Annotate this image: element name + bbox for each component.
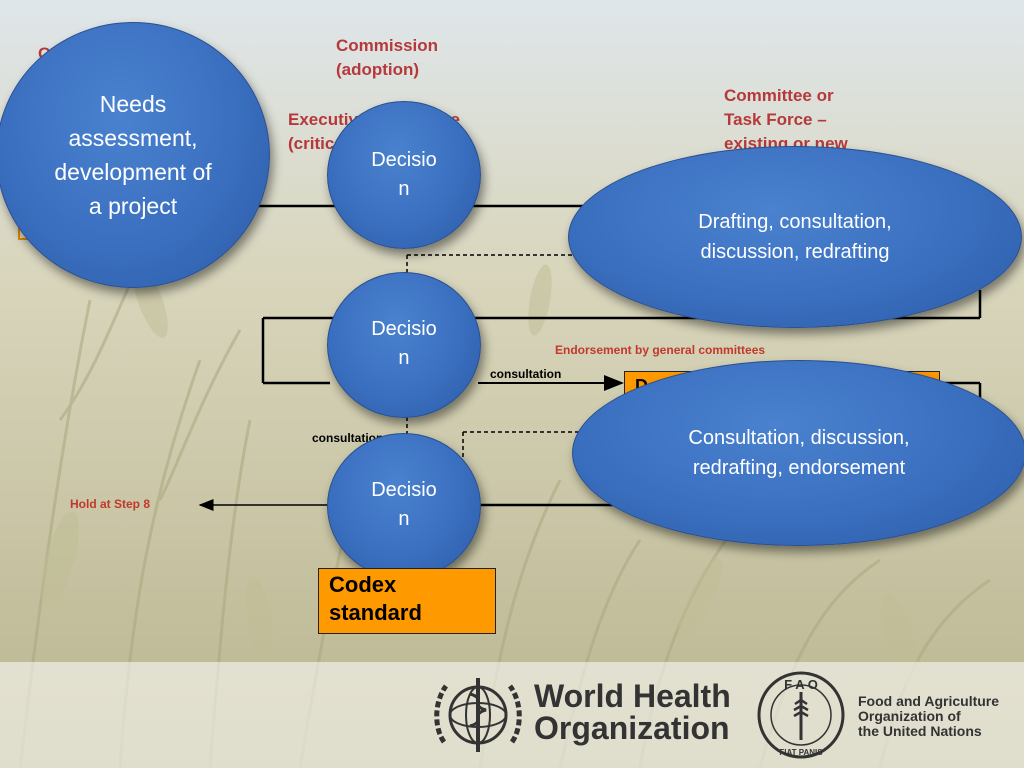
consultation-text: Consultation, discussion, redrafting, en… [688, 427, 910, 479]
needs-assessment-ellipse: Needs assessment, development of a proje… [0, 22, 270, 288]
fao-logo-line2: Organization of [858, 708, 961, 724]
fao-emblem-icon: F A O FIAT PANIS [757, 671, 845, 759]
who-emblem-icon [434, 678, 522, 752]
hold-at-step-8-label: Hold at Step 8 [70, 497, 151, 511]
fao-logo-text: Food and Agriculture Organization of the… [858, 694, 999, 739]
fao-emblem-letters: F A O [784, 677, 818, 692]
consultation-ellipse: Consultation, discussion, redrafting, en… [572, 360, 1024, 546]
who-logo-text: World Health Organization [534, 680, 731, 744]
codex-standard-box: Codex standard [318, 568, 496, 634]
decision-text-1: Decisio n [371, 149, 437, 200]
consultation-label-mid: consultation [490, 367, 562, 381]
needs-assessment-text: Needs assessment, development of a proje… [54, 91, 212, 219]
fao-logo-line1: Food and Agriculture [858, 693, 1000, 709]
fao-logo-line3: the United Nations [858, 723, 982, 739]
endorsement-label: Endorsement by general committees [555, 343, 766, 357]
drafting-text: Drafting, consultation, discussion, redr… [698, 211, 892, 263]
who-logo-line2: Organization [534, 710, 730, 746]
who-logo-line1: World Health [534, 678, 731, 714]
fao-motto: FIAT PANIS [779, 748, 823, 757]
logo-strip: World Health Organization F A O FIAT PAN… [0, 662, 1024, 768]
drafting-ellipse: Drafting, consultation, discussion, redr… [568, 146, 1022, 328]
decision-circle-1: Decisio n [327, 101, 481, 249]
decision-circle-3: Decisio n [327, 433, 481, 579]
decision-circle-2: Decisio n [327, 272, 481, 418]
commission-label: Commission (adoption) [336, 36, 439, 79]
decision-text-3: Decisio n [371, 479, 437, 530]
decision-text-2: Decisio n [371, 318, 437, 369]
